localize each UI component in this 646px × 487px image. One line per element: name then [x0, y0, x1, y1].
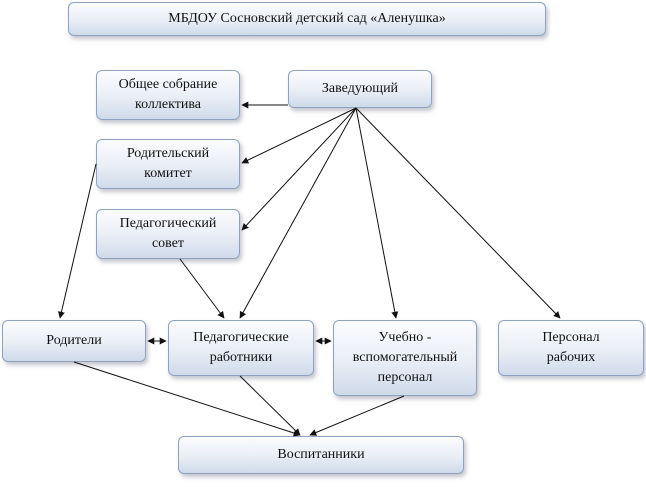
arrow-head-to-workers — [355, 107, 561, 319]
org-title-box: МБДОУ Сосновский детский сад «Аленушка» — [68, 2, 546, 36]
arrow-parent-committee-to-parents — [58, 163, 97, 319]
node-pupils: Воспитанники — [178, 436, 464, 474]
org-title: МБДОУ Сосновский детский сад «Аленушка» — [168, 11, 446, 26]
node-teachers-label: Педагогические работники — [193, 330, 289, 365]
node-parent-committee-label: Родительский комитет — [126, 146, 210, 181]
node-parent-committee: Родительский комитет — [96, 139, 240, 189]
node-pedagogical-council: Педагогический совет — [96, 209, 240, 259]
arrow-head-to-teachers — [239, 107, 357, 319]
arrow-support-staff-to-pupils — [309, 395, 405, 436]
node-general-meeting-label: Общее собрание коллектива — [118, 77, 218, 112]
node-support-staff-label: Учебно - вспомогательный персонал — [352, 330, 458, 385]
node-workers-label: Персонал рабочих — [542, 330, 600, 365]
arrow-teachers-to-pupils — [239, 375, 301, 436]
arrow-pedagogical-council-to-teachers — [179, 258, 225, 319]
node-pedagogical-council-label: Педагогический совет — [119, 216, 217, 251]
node-parents: Родители — [2, 320, 146, 362]
node-pupils-label: Воспитанники — [277, 447, 365, 462]
node-support-staff: Учебно - вспомогательный персонал — [333, 320, 477, 396]
arrow-parents-to-pupils — [73, 361, 301, 437]
node-workers: Персонал рабочих — [498, 320, 644, 376]
node-parents-label: Родители — [46, 333, 102, 348]
node-head: Заведующий — [288, 70, 432, 108]
arrow-head-to-pedagogical-council — [241, 107, 357, 231]
node-head-label: Заведующий — [321, 81, 399, 96]
node-teachers: Педагогические работники — [168, 320, 314, 376]
node-general-meeting: Общее собрание коллектива — [96, 70, 240, 120]
arrow-head-to-support-staff — [355, 107, 399, 319]
arrow-head-to-parent-committee — [241, 107, 357, 164]
